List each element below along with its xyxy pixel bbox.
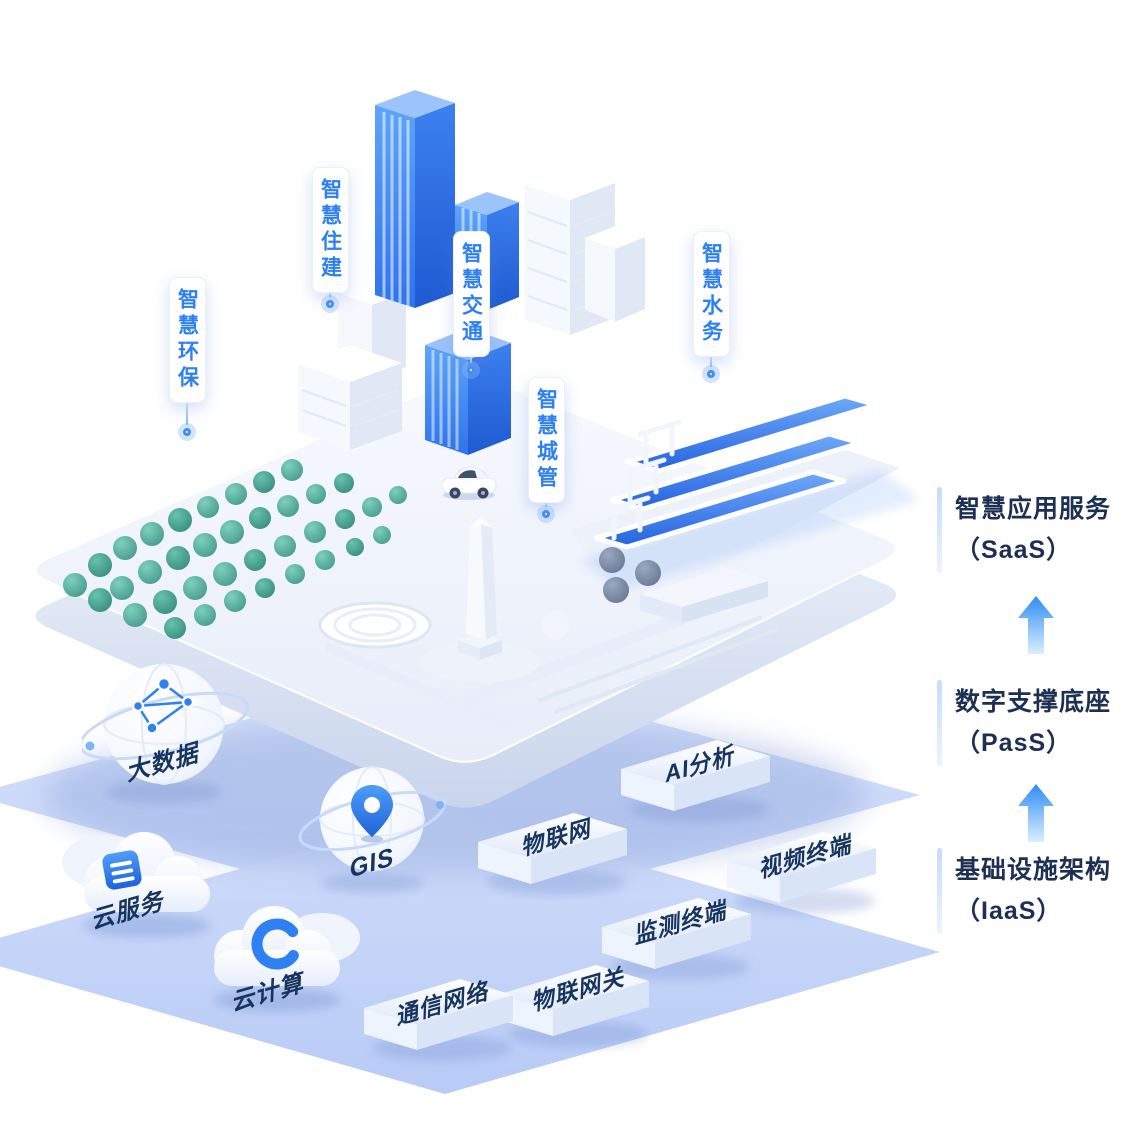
callout-label: 智慧交通: [459, 242, 483, 346]
callout-label: 智慧城管: [534, 388, 558, 492]
legend-paas: 数字支撑底座 （PasS）: [937, 678, 1127, 768]
iaas-cloud-computing: 云计算: [182, 886, 377, 1026]
iaas-slab-video-terminal: 视频终端: [719, 811, 894, 926]
legend-accent-bar: [937, 680, 942, 766]
car: [441, 466, 497, 500]
legend-saas-subtitle: （SaaS）: [955, 536, 1073, 564]
anchor-dot-icon: [183, 428, 191, 436]
industrial-blocks: [640, 568, 768, 623]
callout-label: 智慧环保: [175, 288, 199, 392]
up-arrow-icon: [1018, 596, 1054, 654]
legend-accent-bar: [937, 487, 942, 573]
legend-accent-bar: [937, 848, 942, 934]
callout-box: 智慧环保: [168, 277, 206, 403]
callout-box: 智慧住建: [311, 167, 349, 293]
building-blue-tall: [375, 90, 455, 308]
callout-smart-environment: 智慧环保: [167, 277, 207, 436]
paas-slab-iot: 物联网: [470, 792, 645, 907]
iaas-slab-comm-network: 通信网络: [356, 958, 531, 1073]
anchor-dot-icon: [707, 370, 715, 378]
callout-smart-water: 智慧水务: [691, 231, 731, 378]
paas-globe-big-data: 大数据: [78, 650, 257, 815]
callout-box: 智慧交通: [452, 231, 490, 357]
up-arrow-icon: [1018, 784, 1054, 842]
callout-label: 智慧水务: [699, 242, 723, 346]
legend-paas-subtitle: （PasS）: [955, 729, 1073, 757]
building-white-lowrise: [298, 345, 402, 450]
callout-line: [329, 293, 331, 297]
gantry-cranes: [605, 419, 683, 541]
callout-line: [186, 403, 188, 425]
building-white-small: [585, 226, 645, 322]
network-nodes-icon: [131, 676, 195, 735]
legend-paas-title: 数字支撑底座: [955, 688, 1112, 716]
callout-box: 智慧水务: [692, 231, 730, 357]
paas-slab-ai-analysis: AI分析: [613, 719, 788, 834]
legend-iaas-subtitle: （IaaS）: [955, 897, 1063, 925]
legend-saas-title: 智慧应用服务: [955, 495, 1112, 523]
anchor-dot-icon: [326, 300, 334, 308]
anchor-dot-icon: [467, 366, 475, 374]
location-pin-icon: [351, 785, 393, 843]
c-ring-icon: [251, 918, 303, 970]
callout-label: 智慧住建: [318, 178, 342, 282]
monument-tower: [420, 516, 569, 682]
callout-line: [545, 503, 547, 507]
callout-box: 智慧城管: [527, 377, 565, 503]
paas-globe-gis: GIS: [298, 755, 458, 910]
callout-smart-housing: 智慧住建: [310, 167, 350, 308]
iaas-cloud-service: 云服务: [52, 812, 247, 952]
platform-roads: [325, 606, 778, 735]
iaas-plane: [0, 810, 940, 1094]
tree-cluster: [63, 459, 407, 639]
callout-line: [710, 357, 712, 367]
callout-smart-transport: 智慧交通: [451, 231, 491, 374]
pond: [318, 601, 432, 649]
legend-iaas: 基础设施架构 （IaaS）: [937, 846, 1127, 936]
iaas-slab-iot-gateway: 物联网关: [492, 944, 667, 1059]
server-list-icon: [102, 850, 142, 890]
water-treatment-plant: [570, 393, 920, 623]
callout-smart-city-management: 智慧城管: [526, 377, 566, 518]
legend-saas: 智慧应用服务 （SaaS）: [937, 485, 1127, 575]
anchor-dot-icon: [542, 510, 550, 518]
legend-iaas-title: 基础设施架构: [955, 856, 1112, 884]
callout-line: [470, 357, 472, 363]
iaas-slab-monitoring-terminal: 监测终端: [594, 877, 769, 992]
